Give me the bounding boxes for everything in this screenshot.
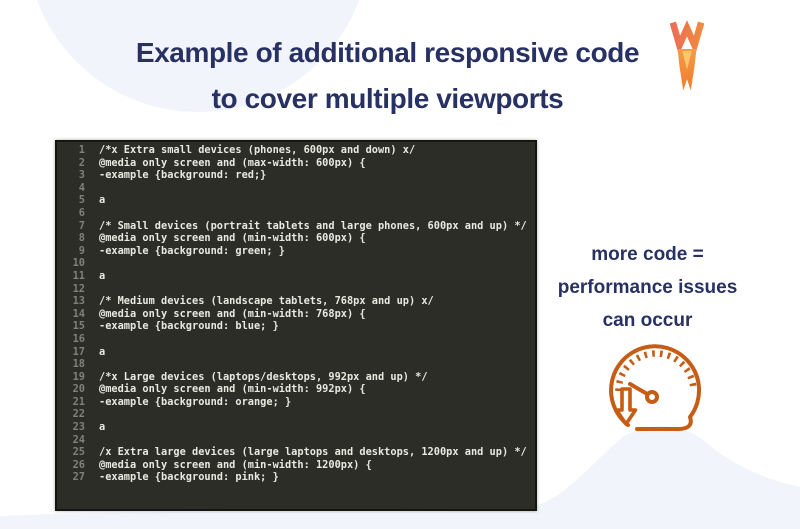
line-number: 23 bbox=[72, 421, 85, 434]
line-number: 27 bbox=[72, 471, 85, 484]
line-number: 24 bbox=[72, 433, 85, 446]
code-editor-window: 1 /*x Extra small devices (phones, 600px… bbox=[55, 140, 537, 511]
code-line: 24 bbox=[57, 434, 535, 447]
line-number: 12 bbox=[72, 282, 85, 295]
line-number: 26 bbox=[72, 458, 85, 471]
line-code-text: @media only screen and (min-width: 600px… bbox=[99, 232, 366, 245]
code-line: 5 a bbox=[57, 194, 535, 207]
code-line: 25 /x Extra large devices (large laptops… bbox=[57, 446, 535, 459]
code-line: 2 @media only screen and (max-width: 600… bbox=[57, 157, 535, 170]
line-code-text bbox=[91, 408, 99, 421]
line-code-text bbox=[91, 207, 99, 220]
code-line: 17 a bbox=[57, 346, 535, 359]
line-number: 9 bbox=[78, 244, 85, 257]
line-number: 22 bbox=[72, 408, 85, 421]
line-code-text: @media only screen and (min-width: 992px… bbox=[99, 383, 366, 396]
code-line: 12 bbox=[57, 283, 535, 296]
line-number: 15 bbox=[72, 320, 85, 333]
line-number: 1 bbox=[78, 144, 85, 156]
page-title-line2: to cover multiple viewports bbox=[211, 83, 564, 114]
code-line: 15 -example {background: blue; } bbox=[57, 320, 535, 333]
line-code-text: /* Medium devices (landscape tablets, 76… bbox=[99, 295, 434, 308]
code-lines: 1 /*x Extra small devices (phones, 600px… bbox=[57, 144, 535, 484]
line-code-text: a bbox=[99, 269, 106, 282]
line-code-text: @media only screen and (min-width: 768px… bbox=[99, 307, 366, 320]
code-line: 4 bbox=[57, 182, 535, 195]
line-number: 11 bbox=[72, 269, 85, 282]
line-number: 21 bbox=[72, 395, 85, 408]
line-code-text: -example {background: green; } bbox=[99, 244, 285, 257]
code-line: 26 @media only screen and (min-width: 12… bbox=[57, 459, 535, 472]
background-blob-bottom bbox=[0, 425, 800, 529]
code-line: 16 bbox=[57, 333, 535, 346]
code-line: 19 /*x Large devices (laptops/desktops, … bbox=[57, 371, 535, 384]
code-line: 11 a bbox=[57, 270, 535, 283]
code-line: 8 @media only screen and (min-width: 600… bbox=[57, 232, 535, 245]
code-line: 23 a bbox=[57, 421, 535, 434]
speedometer-down-icon bbox=[609, 344, 702, 431]
line-code-text: a bbox=[99, 421, 106, 434]
code-line: 9 -example {background: green; } bbox=[57, 245, 535, 258]
side-note-line3: can occur bbox=[602, 310, 693, 331]
line-number: 6 bbox=[78, 206, 85, 219]
code-line: 3 -example {background: red;} bbox=[57, 169, 535, 182]
line-code-text: /*x Extra small devices (phones, 600px a… bbox=[99, 144, 416, 156]
line-number: 19 bbox=[72, 370, 85, 383]
line-number: 13 bbox=[72, 295, 85, 308]
line-number: 4 bbox=[78, 181, 85, 194]
code-line: 27 -example {background: pink; } bbox=[57, 471, 535, 484]
wp-rocket-logo-icon bbox=[670, 20, 704, 91]
line-code-text: -example {background: orange; } bbox=[99, 395, 292, 408]
line-number: 18 bbox=[72, 358, 85, 371]
line-code-text: a bbox=[99, 345, 106, 358]
code-line: 21 -example {background: orange; } bbox=[57, 396, 535, 409]
side-note-line2: performance issues bbox=[557, 277, 738, 298]
line-code-text: /* Small devices (portrait tablets and l… bbox=[99, 219, 527, 232]
code-line: 13 /* Medium devices (landscape tablets,… bbox=[57, 295, 535, 308]
line-code-text bbox=[91, 283, 99, 296]
line-code-text: @media only screen and (max-width: 600px… bbox=[99, 156, 366, 169]
code-line: 14 @media only screen and (min-width: 76… bbox=[57, 308, 535, 321]
line-number: 5 bbox=[78, 194, 85, 207]
line-number: 10 bbox=[72, 257, 85, 270]
code-line: 20 @media only screen and (min-width: 99… bbox=[57, 383, 535, 396]
line-number: 7 bbox=[78, 219, 85, 232]
code-line: 10 bbox=[57, 257, 535, 270]
line-code-text: /*x Large devices (laptops/desktops, 992… bbox=[99, 370, 428, 383]
line-number: 25 bbox=[72, 446, 85, 459]
line-number: 8 bbox=[78, 232, 85, 245]
line-number: 2 bbox=[78, 156, 85, 169]
line-number: 14 bbox=[72, 307, 85, 320]
line-number: 20 bbox=[72, 383, 85, 396]
line-code-text bbox=[91, 257, 99, 270]
page-title-line1: Example of additional responsive code bbox=[135, 37, 640, 68]
code-line: 6 bbox=[57, 207, 535, 220]
line-code-text: @media only screen and (min-width: 1200p… bbox=[99, 458, 372, 471]
line-code-text bbox=[91, 182, 99, 195]
line-code-text: -example {background: pink; } bbox=[99, 471, 279, 484]
page-title: Example of additional responsive code to… bbox=[0, 30, 775, 122]
side-note: more code = performance issues can occur bbox=[545, 238, 750, 337]
code-line: 1 /*x Extra small devices (phones, 600px… bbox=[57, 144, 535, 157]
line-code-text: a bbox=[99, 194, 106, 207]
line-code-text: -example {background: red;} bbox=[99, 169, 267, 182]
line-number: 16 bbox=[72, 332, 85, 345]
line-number: 17 bbox=[72, 345, 85, 358]
code-line: 18 bbox=[57, 358, 535, 371]
side-note-line1: more code = bbox=[591, 244, 704, 265]
line-number: 3 bbox=[78, 169, 85, 182]
line-code-text bbox=[91, 358, 99, 371]
code-line: 7 /* Small devices (portrait tablets and… bbox=[57, 220, 535, 233]
line-code-text: /x Extra large devices (large laptops an… bbox=[99, 446, 527, 459]
line-code-text: -example {background: blue; } bbox=[99, 320, 279, 333]
line-code-text bbox=[91, 333, 99, 346]
code-line: 22 bbox=[57, 408, 535, 421]
line-code-text bbox=[91, 434, 99, 447]
